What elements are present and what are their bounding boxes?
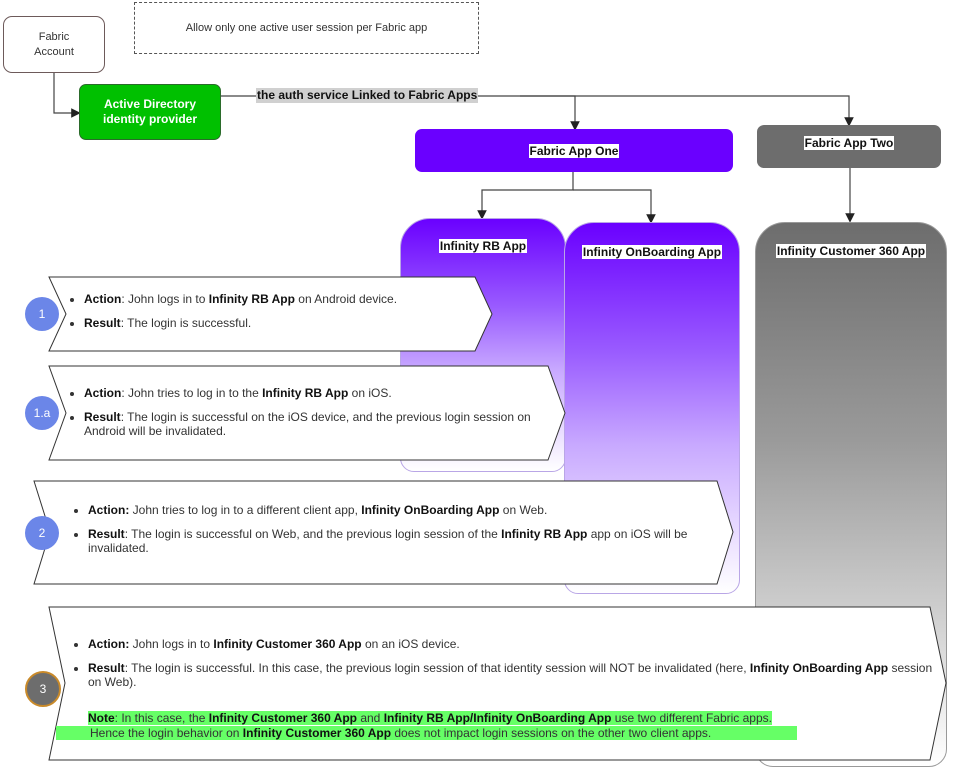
step-action: Action: John logs in to Infinity Custome… [88, 637, 934, 651]
title-note: Allow only one active user session per F… [134, 2, 479, 54]
step-2-text: Action: John tries to log in to a differ… [74, 503, 724, 565]
idp-line1: Active Directory [103, 97, 197, 111]
identity-provider-node: Active Directory identity provider [79, 84, 221, 140]
step-badge: 3 [25, 671, 61, 707]
step-result: Result: The login is successful on Web, … [88, 527, 724, 555]
step-badge: 2 [25, 516, 59, 550]
step-1a-text: Action: John tries to log in to the Infi… [70, 386, 550, 448]
step-result: Result: The login is successful. In this… [88, 661, 934, 689]
step-3-text: Action: John logs in to Infinity Custome… [74, 637, 934, 697]
edge-label: the auth service Linked to Fabric Apps [256, 88, 479, 103]
infinity-customer-360-app-label: Infinity Customer 360 App [775, 244, 927, 258]
fabric-app-one-label: Fabric App One [528, 143, 620, 158]
step-action: Action: John tries to log in to the Infi… [84, 386, 550, 400]
step-badge: 1 [25, 297, 59, 331]
step-result: Result: The login is successful on the i… [84, 410, 550, 438]
step-action: Action: John tries to log in to a differ… [88, 503, 724, 517]
step-action: Action: John logs in to Infinity RB App … [84, 292, 400, 306]
step-result: Result: The login is successful. [84, 316, 400, 330]
title-note-text: Allow only one active user session per F… [185, 22, 428, 34]
step-3-note-line1: Note: In this case, the Infinity Custome… [88, 711, 772, 725]
step-badge: 1.a [25, 396, 59, 430]
fabric-account-node: Fabric Account [3, 16, 105, 73]
fabric-account-line2: Account [34, 45, 74, 58]
fabric-app-two-node: Fabric App Two [757, 125, 941, 168]
step-3-note-line2: Hence the login behavior on Infinity Cus… [56, 726, 797, 740]
infinity-rb-app-label: Infinity RB App [438, 239, 528, 253]
infinity-onboarding-app-label: Infinity OnBoarding App [581, 245, 723, 259]
fabric-account-line1: Fabric [38, 31, 70, 44]
fabric-app-two-label: Fabric App Two [803, 136, 895, 150]
idp-line2: identity provider [102, 112, 197, 126]
step-1-text: Action: John logs in to Infinity RB App … [70, 292, 400, 340]
fabric-app-one-node: Fabric App One [415, 129, 733, 172]
